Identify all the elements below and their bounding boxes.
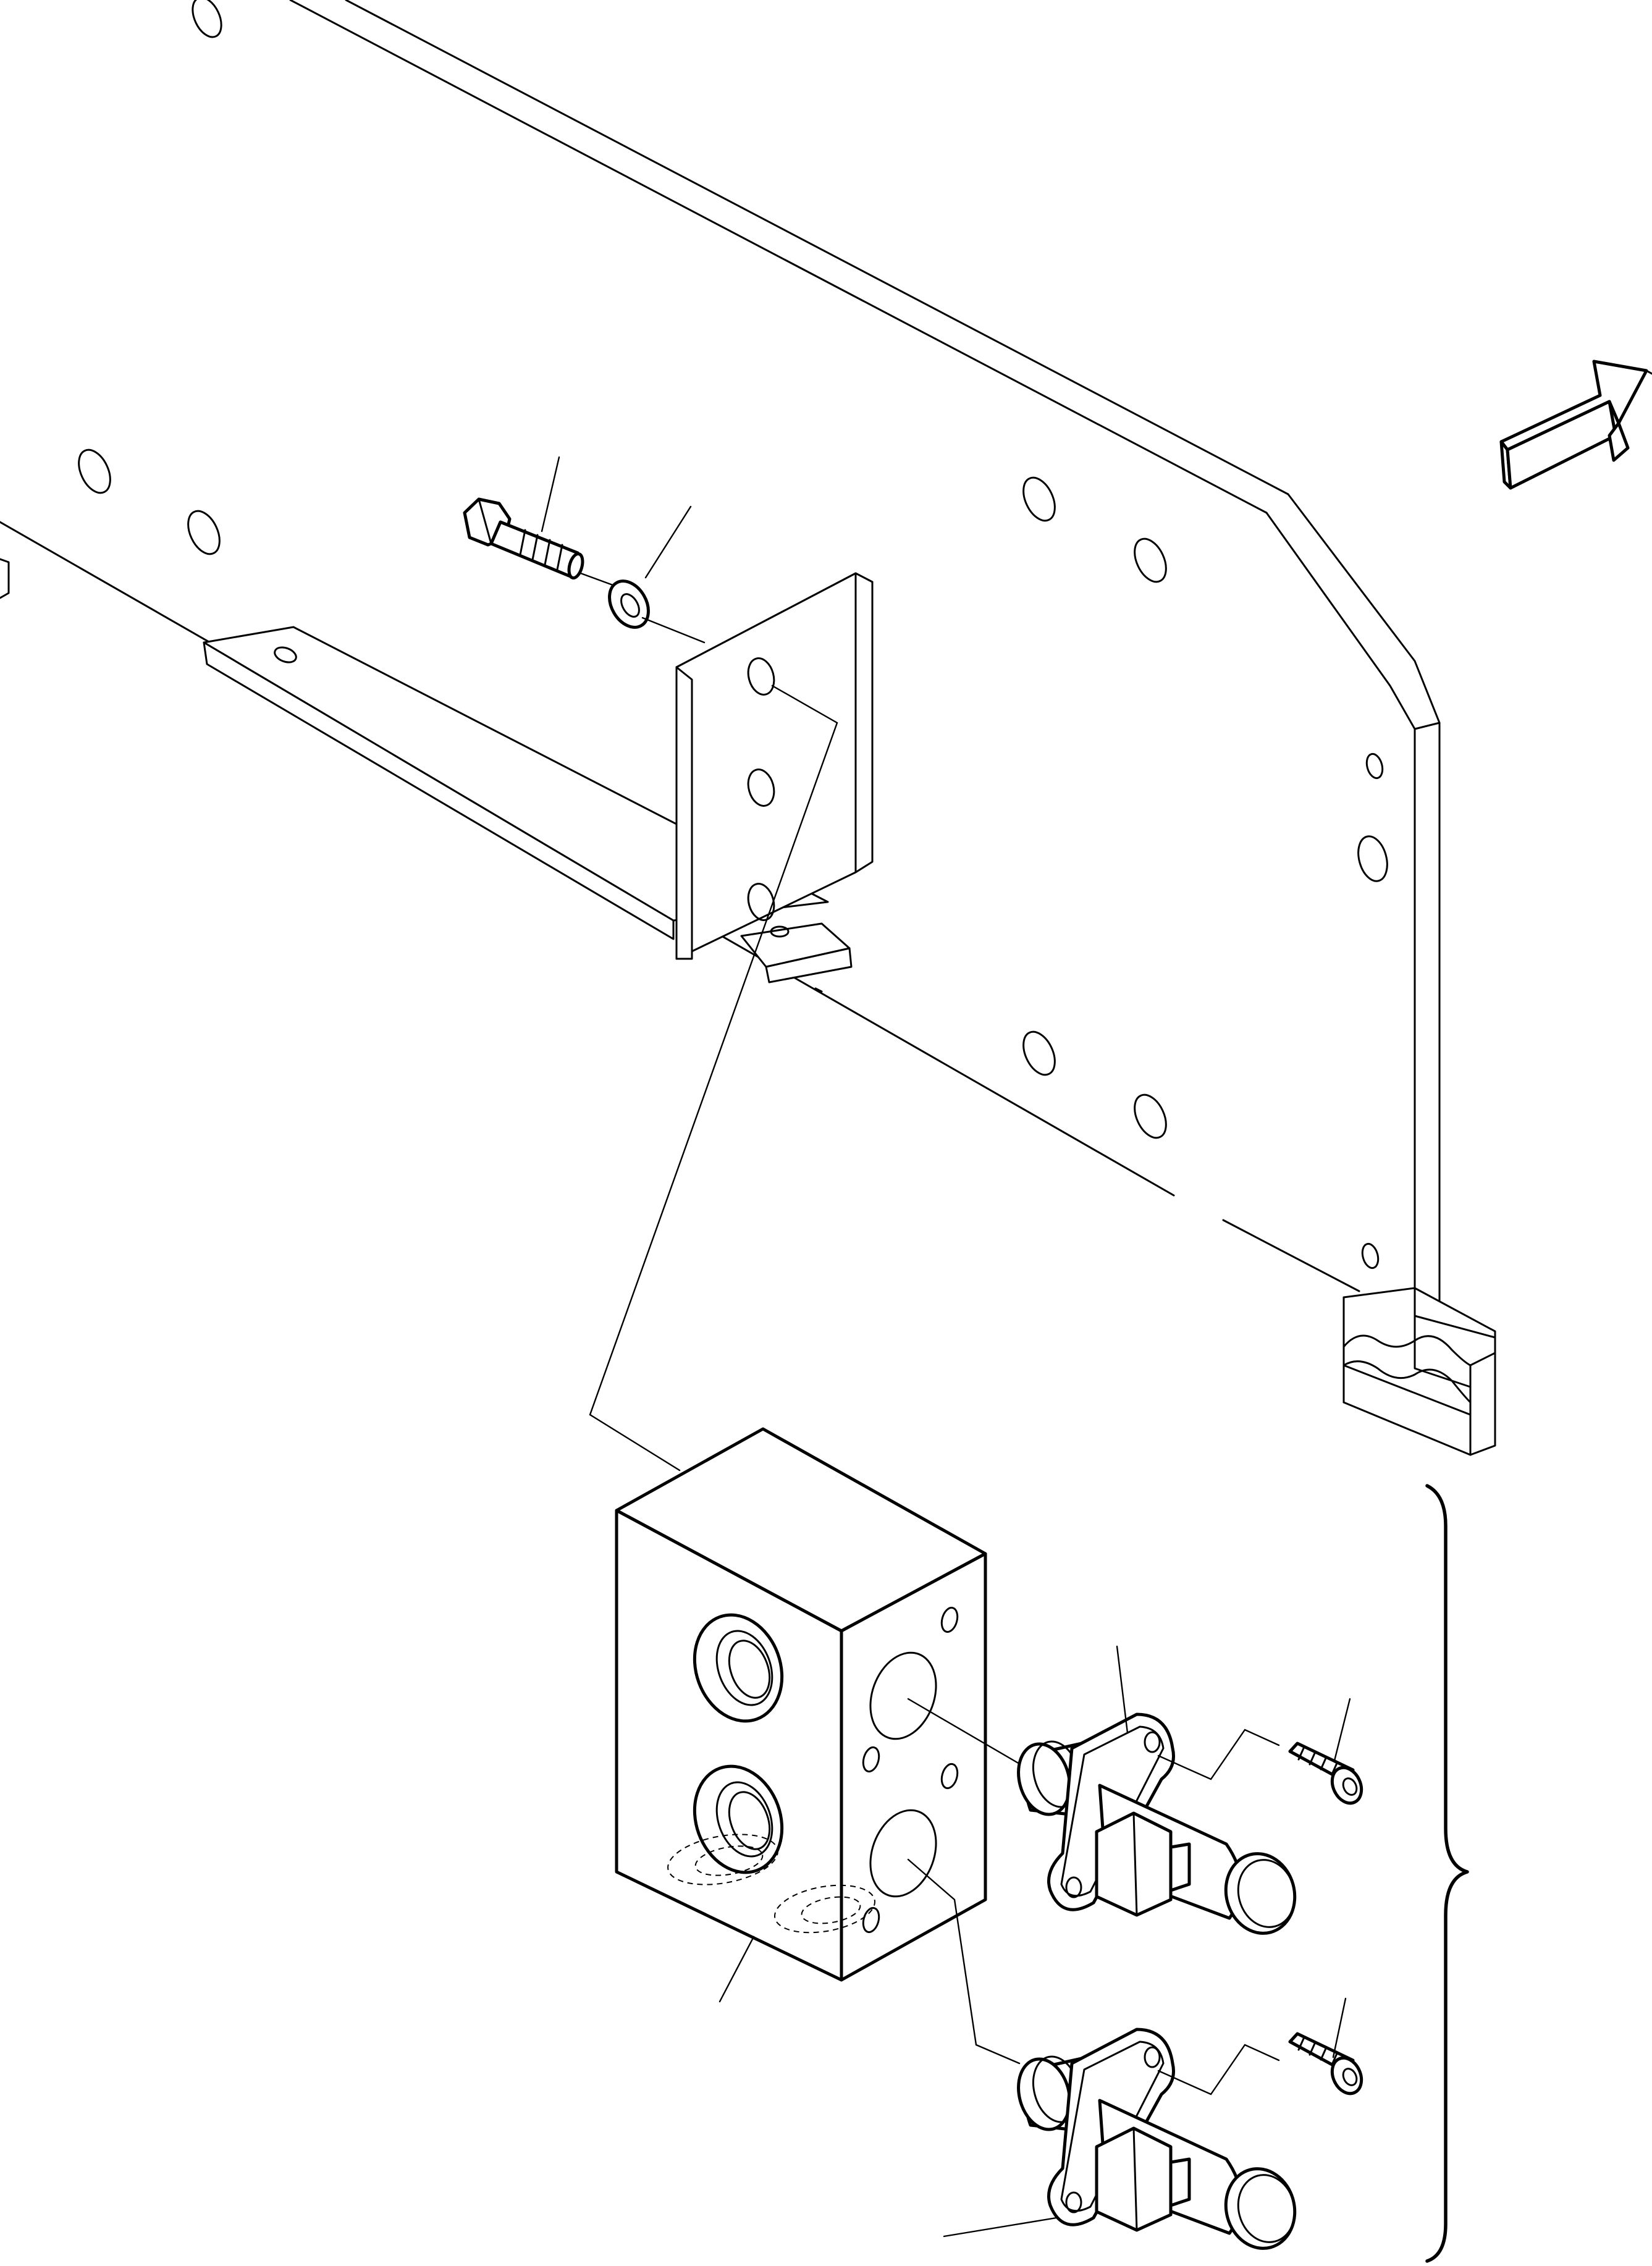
screw-lower: [1288, 2032, 1363, 2095]
support-plate: [675, 572, 874, 960]
leader-lines: [719, 1645, 1351, 2238]
solenoid-valve-upper: [1017, 1712, 1297, 1935]
solenoid-valve-lower: [1017, 2028, 1297, 2250]
capscrew: [463, 497, 584, 579]
cable-clamp: [1342, 1287, 1496, 1456]
direction-arrow-icon: [1499, 360, 1652, 490]
flat-bar: [203, 626, 853, 983]
valve-block: [615, 1427, 987, 1982]
washer: [608, 579, 650, 629]
assembly-brace: [1425, 1484, 1469, 2263]
screw-upper: [1288, 1742, 1363, 1805]
